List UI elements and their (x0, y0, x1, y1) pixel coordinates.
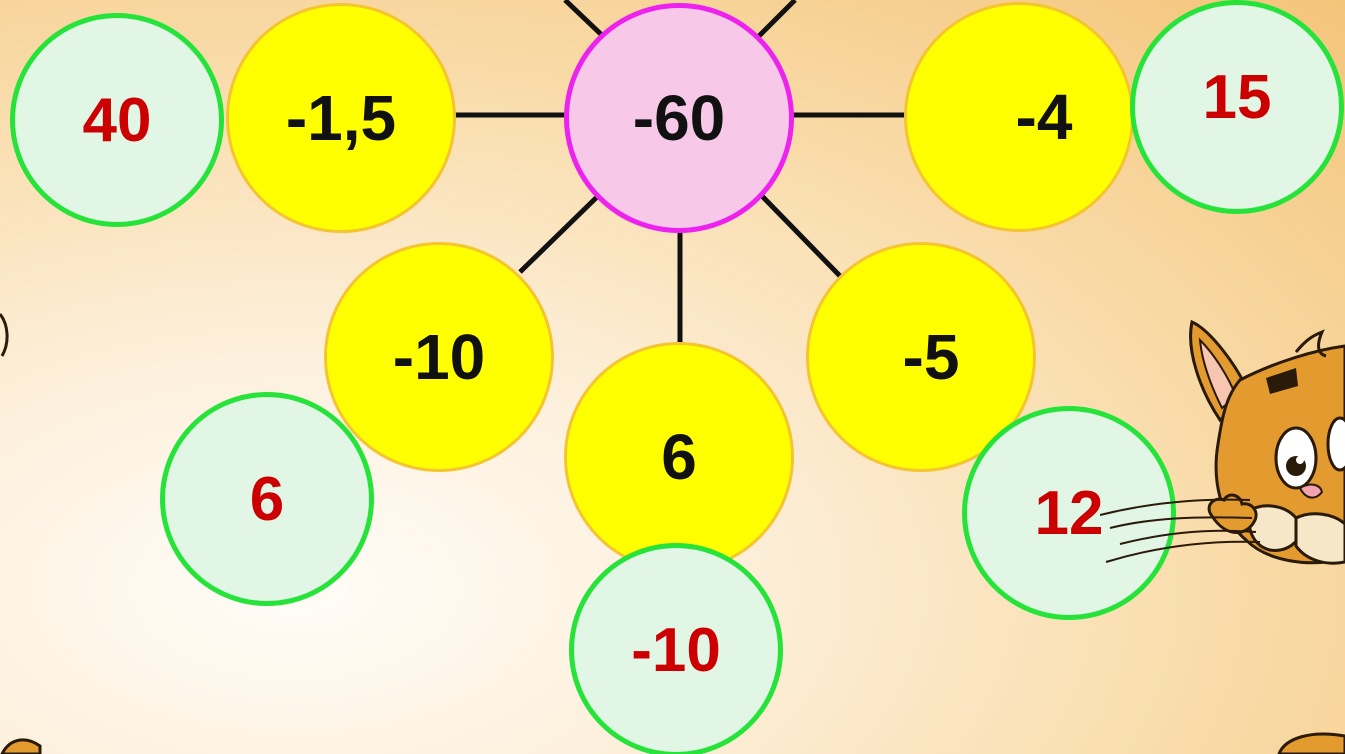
answer-circle-right: 15 (1130, 0, 1344, 214)
factor-circle-right: -4 (904, 2, 1134, 232)
center-product-circle: -60 (564, 3, 794, 233)
edge-decoration-bottom-left (0, 738, 42, 754)
connector-top-right (755, 0, 797, 40)
edge-decoration-left (0, 313, 9, 357)
factor-circle-bottom: 6 (564, 342, 794, 572)
connector-lower-right (760, 194, 842, 278)
factor-value: 6 (661, 421, 697, 493)
answer-circle-bottom: -10 (569, 543, 783, 754)
answer-circle-left: 40 (10, 13, 224, 227)
answer-value: 15 (1202, 62, 1272, 132)
cat-head-icon (1100, 319, 1345, 565)
factor-circle-left: -1,5 (226, 3, 456, 233)
answer-value: -10 (631, 615, 721, 685)
factor-circle-lower-left: -10 (324, 242, 554, 472)
factor-value: -4 (1015, 81, 1073, 153)
answer-value: 12 (1034, 478, 1104, 548)
factor-value: -10 (392, 321, 486, 393)
edge-decoration-bottom-right (1277, 732, 1345, 754)
answer-circle-lower-right: 12 (962, 406, 1176, 620)
factor-value: -5 (902, 321, 960, 393)
answer-value: 6 (249, 464, 285, 534)
factor-value: -1,5 (285, 82, 397, 154)
connector-top-left (563, 0, 607, 40)
center-value: -60 (632, 82, 726, 154)
answer-value: 40 (82, 85, 152, 155)
connector-lower-left (518, 194, 600, 274)
answer-circle-lower-left: 6 (160, 392, 374, 606)
